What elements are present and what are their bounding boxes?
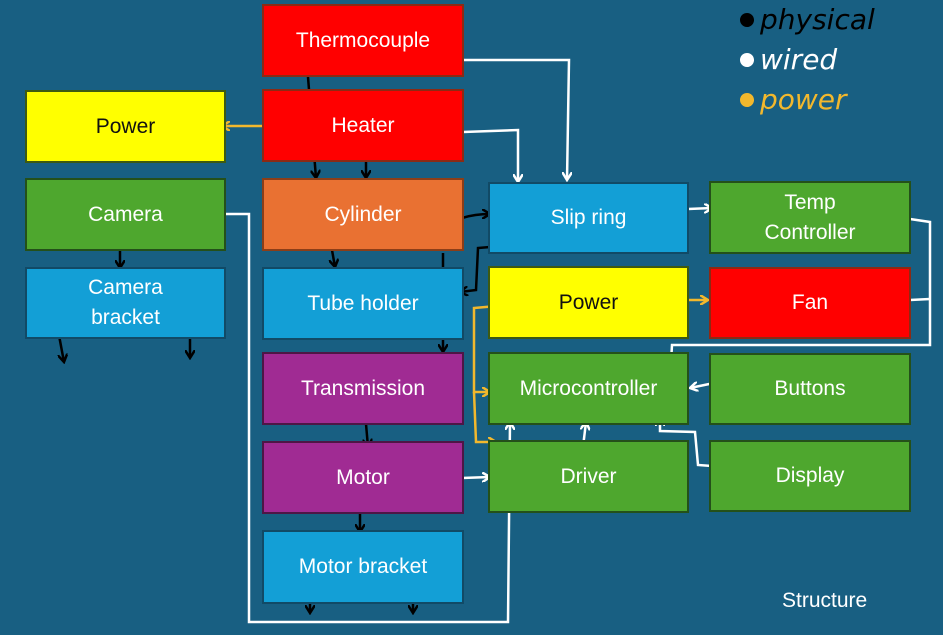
physical-swatch-icon [738,11,756,29]
link-motor-driver [461,477,490,478]
link-cylinder-slipring [461,214,490,220]
block-microcontroller[interactable]: Microcontroller [488,352,689,425]
wired-swatch-icon [738,51,756,69]
block-power-left[interactable]: Power [25,90,226,163]
block-motor-bracket[interactable]: Motor bracket [262,530,464,604]
block-camera[interactable]: Camera [25,178,226,251]
legend-label: wired [760,43,838,76]
legend: physical wired power [738,0,940,120]
block-camera-bracket[interactable]: Camera bracket [25,267,226,339]
block-cylinder[interactable]: Cylinder [262,178,464,251]
block-power-right[interactable]: Power [488,266,689,339]
block-transmission[interactable]: Transmission [262,352,464,425]
link-heater-slipring [462,128,518,182]
legend-label: physical [760,3,875,36]
legend-item-power: power [738,80,940,120]
power-swatch-icon [738,91,756,109]
block-display[interactable]: Display [709,440,911,512]
link-slipring-tubeholder [460,245,491,292]
link-thermocouple-slipring [463,58,569,180]
block-thermocouple[interactable]: Thermocouple [262,4,464,77]
block-heater[interactable]: Heater [262,89,464,162]
diagram-caption: Structure [782,589,868,612]
block-temp-controller[interactable]: Temp Controller [709,181,911,254]
legend-item-physical: physical [738,0,940,40]
legend-label: power [760,83,847,116]
link-cylinder-tubeholder [332,249,335,267]
block-driver[interactable]: Driver [488,440,689,513]
block-fan[interactable]: Fan [709,267,911,339]
block-motor[interactable]: Motor [262,441,464,514]
block-slip-ring[interactable]: Slip ring [488,182,689,254]
legend-item-wired: wired [738,40,940,80]
block-buttons[interactable]: Buttons [709,353,911,425]
link-fan-junction [909,297,931,302]
block-tube-holder[interactable]: Tube holder [262,267,464,340]
